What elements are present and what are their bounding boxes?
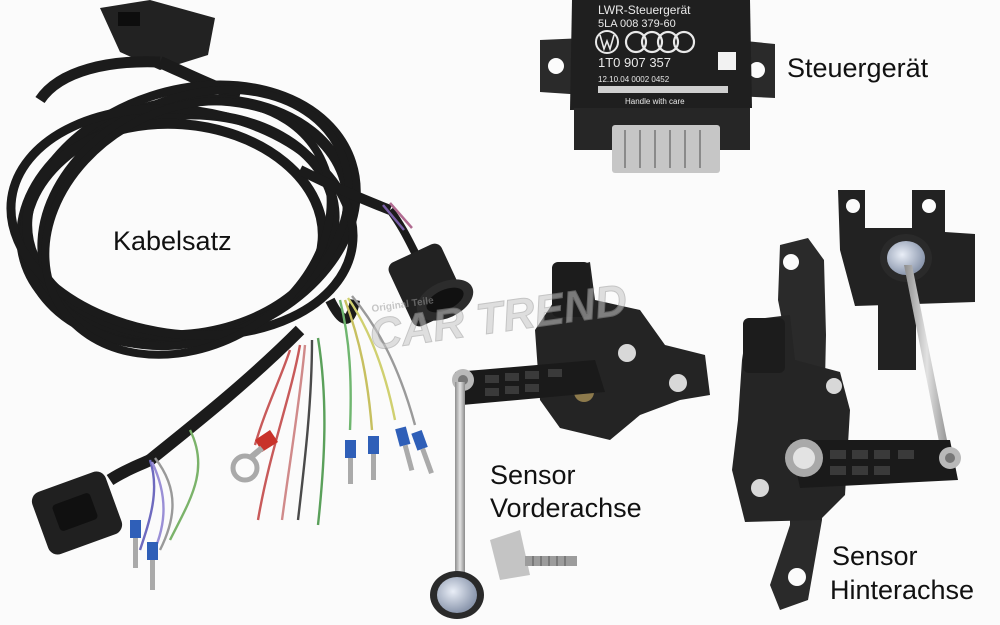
label-harness: Kabelsatz	[113, 226, 232, 256]
audi-rings-icon	[624, 30, 696, 54]
label-rear-sensor-line1: Sensor	[832, 541, 918, 571]
ecu-label-handle: Handle with care	[625, 97, 685, 106]
label-front-sensor-line2: Vorderachse	[490, 493, 642, 523]
label-front-sensor-line1: Sensor	[490, 460, 576, 490]
harness-coil	[6, 80, 361, 359]
ecu-label-line1: LWR-Steuergerät	[598, 3, 691, 17]
label-rear-sensor-line2: Hinterachse	[830, 575, 975, 605]
control-unit: LWR-Steuergerät 5LA 008 379-60 1T0 907 3…	[540, 0, 775, 173]
crimp-terminals-icon	[130, 426, 434, 590]
ecu-label-line2: 5LA 008 379-60	[598, 18, 676, 30]
rear-axle-sensor	[732, 190, 975, 610]
ecu-label-date: 12.10.04 0002 0452	[598, 75, 670, 84]
cable-harness	[6, 0, 474, 590]
front-axle-sensor	[430, 262, 710, 619]
harness-right-connector-icon	[388, 243, 474, 327]
vw-logo-icon	[595, 30, 619, 54]
ring-terminal-icon	[230, 430, 278, 483]
harness-top-connector-icon	[100, 0, 215, 70]
label-control-unit: Steuergerät	[787, 53, 929, 83]
harness-left-connector-icon	[31, 471, 123, 555]
ecu-label-part-number: 1T0 907 357	[598, 55, 671, 70]
